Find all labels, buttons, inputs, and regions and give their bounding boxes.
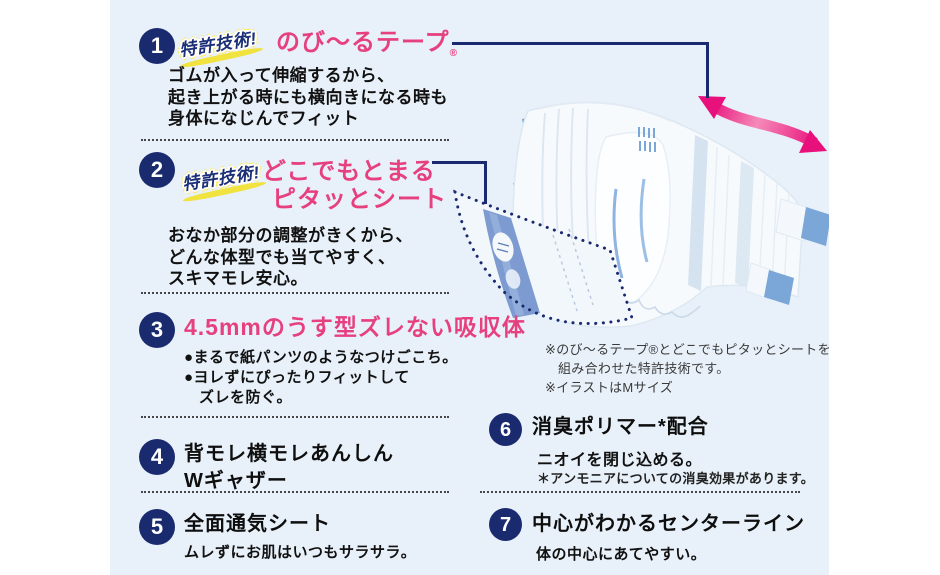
feature-3-bullet: ●まるで紙パンツのようなつけごこち。 <box>184 349 458 366</box>
callout-line-pitta-sheet <box>432 161 487 204</box>
feature-1-desc-line: 身体になじんでフィット <box>168 109 360 128</box>
feature-5-title: 全面通気シート <box>184 513 331 535</box>
feature-7-description: 体の中心にあてやすい。 <box>536 546 707 563</box>
feature-3-number-badge: 3 <box>139 312 175 348</box>
feature-1-desc-line: ゴムが入って伸縮するから、 <box>168 66 395 85</box>
feature-2-title-line: ピタッとシート <box>272 186 447 213</box>
stretch-arrow-icon <box>698 96 827 153</box>
pitta-sheet-dotted-outline <box>453 189 634 325</box>
feature-3-bullet: ●ヨレずにぴったりフィットして <box>184 369 410 386</box>
feature-3-title: 4.5mmのうす型ズレない吸収体 <box>184 314 526 340</box>
feature-6-title: 消臭ポリマー*配合 <box>532 416 709 438</box>
note-line: 組み合わせた特許技術です。 <box>558 361 730 376</box>
diaper-body <box>512 101 831 328</box>
feature-6-note: ＊アンモニアについての消臭効果があります。 <box>537 471 815 486</box>
illustration-notes: ※のび〜るテープ®とどこでもピタッとシートを 組み合わせた特許技術です。 ※イラ… <box>545 340 831 397</box>
feature-1-desc-line: 起き上がる時にも横向きになる時も <box>168 87 448 107</box>
feature-5-number-badge: 5 <box>139 509 175 545</box>
feature-7-number-badge: 7 <box>489 508 522 541</box>
page-margin <box>829 0 940 575</box>
right-bottom-tab <box>764 270 794 305</box>
feature-2-title: どこでもとまる ピタッとシート <box>262 158 447 214</box>
feature-3-bullet: ズレを防ぐ。 <box>199 389 293 406</box>
note-line: ※イラストはMサイズ <box>545 380 674 395</box>
feature-2-number-badge: 2 <box>139 152 175 188</box>
feature-4-title-line: Wギャザー <box>184 470 288 492</box>
feature-2-desc-line: おなか部分の調整がきくから、 <box>168 226 413 245</box>
separator <box>480 491 800 493</box>
absorbent-pad <box>594 131 671 304</box>
feature-2-desc-line: どんな体型でも当てやすく、 <box>168 247 396 267</box>
feature-4-title-line: 背モレ横モレあんしん <box>184 443 394 465</box>
note-line: ※のび〜るテープ®とどこでもピタッとシートを <box>545 342 831 357</box>
pitta-sheet-flap <box>453 189 634 325</box>
feature-1-title: のび〜るテープ® <box>276 29 457 68</box>
separator <box>141 292 449 294</box>
registered-mark: ® <box>449 47 457 59</box>
feature-2-desc-line: スキマモレ安心。 <box>168 269 308 288</box>
feature-6-number-badge: 6 <box>489 413 522 446</box>
feature-6-description: ニオイを閉じ込める。 <box>537 452 703 469</box>
separator <box>141 491 449 493</box>
leg-ruffles <box>620 294 701 318</box>
feature-1-number-badge: 1 <box>139 28 175 64</box>
center-line-mark <box>638 127 656 152</box>
feature-1-description: ゴムが入って伸縮するから、 起き上がる時にも横向きになる時も 身体になじんでフィ… <box>168 65 448 130</box>
callout-line-nobi-tape <box>452 42 709 98</box>
feature-2-title-line: どこでもとまる <box>262 158 436 185</box>
separator <box>141 416 449 418</box>
diaper-illustration <box>453 96 831 328</box>
brand-oval <box>492 232 514 262</box>
feature-4-title: 背モレ横モレあんしん Wギャザー <box>184 441 394 495</box>
feature-5-description: ムレずにお肌はいつもサラサラ。 <box>184 544 417 561</box>
right-top-tab <box>801 207 831 246</box>
separator <box>141 139 449 141</box>
feature-7-title: 中心がわかるセンターライン <box>532 513 805 535</box>
feature-1-title-text: のび〜るテープ <box>276 29 450 56</box>
feature-2-description: おなか部分の調整がきくから、 どんな体型でも当てやすく、 スキマモレ安心。 <box>168 225 413 290</box>
background-panel <box>110 0 829 575</box>
feature-3-bullets: ●まるで紙パンツのようなつけごこち。 ●ヨレずにぴったりフィットして ズレを防ぐ… <box>184 348 458 408</box>
feature-4-number-badge: 4 <box>139 439 175 475</box>
